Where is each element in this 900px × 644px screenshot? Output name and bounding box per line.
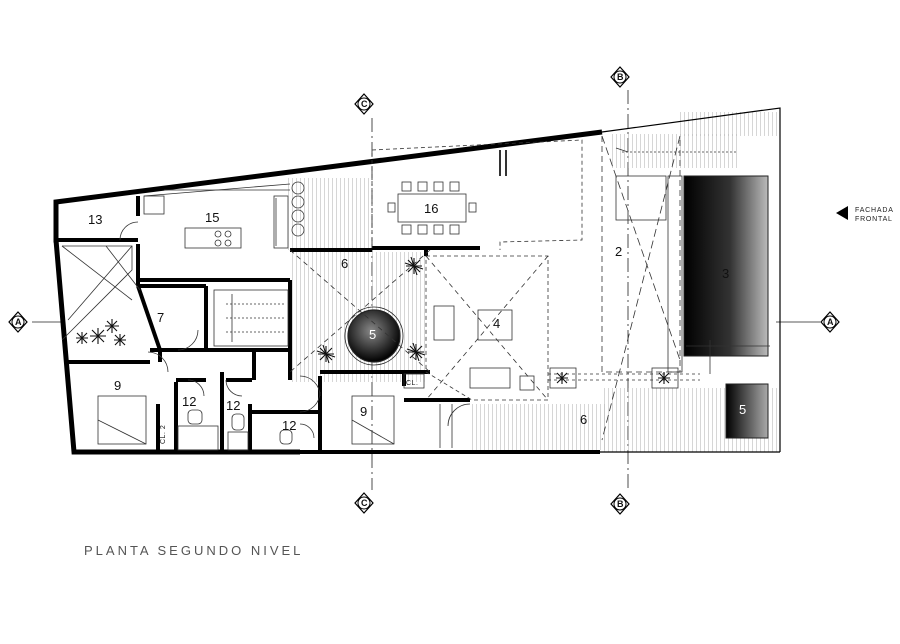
jacuzzi	[347, 309, 401, 363]
room-label-7: 7	[157, 310, 164, 325]
section-marker-c-top: C	[354, 93, 374, 115]
facade-label-line1: FACHADA	[855, 207, 894, 214]
section-marker-b-bottom: B	[610, 493, 630, 515]
plants	[76, 256, 670, 384]
section-marker-b-top: B	[610, 66, 630, 88]
svg-text:A: A	[827, 317, 834, 327]
deck-areas	[288, 112, 778, 452]
room-labels: 13 15 16 2 3 6 5 4 7 9 12 12 12 9 6 5 CL…	[88, 201, 746, 444]
svg-text:B: B	[617, 499, 624, 509]
section-marker-a-right: A	[820, 311, 840, 333]
plan-title: PLANTA SEGUNDO NIVEL	[84, 543, 304, 558]
svg-text:B: B	[617, 72, 624, 82]
room-label-5-pool: 5	[739, 402, 746, 417]
room-label-4: 4	[493, 316, 500, 331]
room-label-9-left: 9	[114, 378, 121, 393]
facade-label-line2: FRONTAL	[855, 216, 893, 223]
room-label-12-c: 12	[282, 418, 296, 433]
outer-walls	[53, 107, 781, 455]
room-label-6-lower: 6	[580, 412, 587, 427]
fixtures	[61, 135, 770, 451]
pool-3	[683, 175, 769, 357]
svg-text:A: A	[15, 317, 22, 327]
pool-5	[725, 383, 769, 439]
room-label-12-b: 12	[226, 398, 240, 413]
room-label-15: 15	[205, 210, 219, 225]
room-label-3: 3	[722, 266, 729, 281]
svg-text:C: C	[361, 498, 368, 508]
section-marker-c-bottom: C	[354, 492, 374, 514]
room-label-9-right: 9	[360, 404, 367, 419]
room-label-12-a: 12	[182, 394, 196, 409]
room-label-16: 16	[424, 201, 438, 216]
facade-indicator: FACHADA FRONTAL	[836, 206, 894, 223]
closet-label-cl: CL.	[406, 380, 418, 387]
room-label-13: 13	[88, 212, 102, 227]
facade-arrow-icon	[836, 206, 848, 220]
interior-walls	[56, 196, 480, 452]
svg-text:C: C	[361, 99, 368, 109]
section-marker-a-left: A	[8, 311, 28, 333]
room-label-5-jacuzzi: 5	[369, 327, 376, 342]
closet-label-cl2: CL. 2	[160, 425, 167, 444]
room-label-6-upper: 6	[341, 256, 348, 271]
room-label-2: 2	[615, 244, 622, 259]
